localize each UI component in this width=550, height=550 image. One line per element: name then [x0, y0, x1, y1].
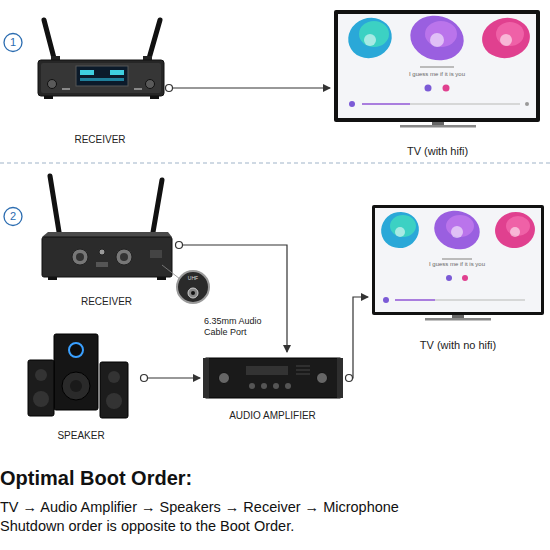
- device-node: TV (with hifi): [330, 8, 545, 158]
- receiver-front: [38, 20, 164, 99]
- start-dot: [346, 375, 353, 382]
- device-node: RECEIVER: [38, 172, 175, 308]
- shutdown-note: Shutdown order is opposite to the Boot O…: [0, 518, 550, 535]
- signal-connector: [140, 377, 200, 378]
- screen-text: I guess me if it is you: [387, 71, 487, 78]
- signal-connector: [175, 245, 287, 352]
- device-label: TV (with hifi): [407, 145, 468, 158]
- signal-connector: [165, 87, 330, 88]
- start-dot: [176, 242, 183, 249]
- device-node: SPEAKER: [22, 328, 140, 442]
- device-label: RECEIVER: [74, 134, 125, 146]
- start-dot: [166, 85, 173, 92]
- tv-set: [334, 10, 540, 128]
- device-node: AUDIO AMPLIFIER: [200, 352, 345, 422]
- callout-number: 1: [4, 36, 22, 49]
- section-separator: [0, 163, 550, 164]
- port-callout: [177, 271, 209, 303]
- device-label: TV (with no hifi): [420, 339, 496, 352]
- device-label: SPEAKER: [57, 430, 104, 442]
- boot-order: TV → Audio Amplifier → Speakers → Receiv…: [0, 499, 550, 516]
- start-dot: [141, 375, 148, 382]
- amplifier-unit: [203, 358, 343, 398]
- speaker-set: [28, 334, 128, 418]
- port-caption: 6.35mm Audio Cable Port: [204, 316, 272, 338]
- tv-set: [372, 205, 544, 321]
- diagram-title: Optimal Boot Order:: [0, 466, 192, 490]
- device-node: RECEIVER: [35, 18, 165, 146]
- receiver-rear: [42, 176, 180, 280]
- signal-connector: [345, 297, 368, 378]
- device-label: RECEIVER: [81, 296, 132, 308]
- device-label: AUDIO AMPLIFIER: [229, 410, 316, 422]
- number-ring: [4, 208, 22, 226]
- screen-text: I guess me if it is you: [407, 261, 507, 268]
- number-ring: [4, 34, 22, 52]
- callout-number: 2: [4, 210, 22, 223]
- device-node: TV (with no hifi): [368, 200, 548, 352]
- port-marking: UHF: [178, 275, 208, 281]
